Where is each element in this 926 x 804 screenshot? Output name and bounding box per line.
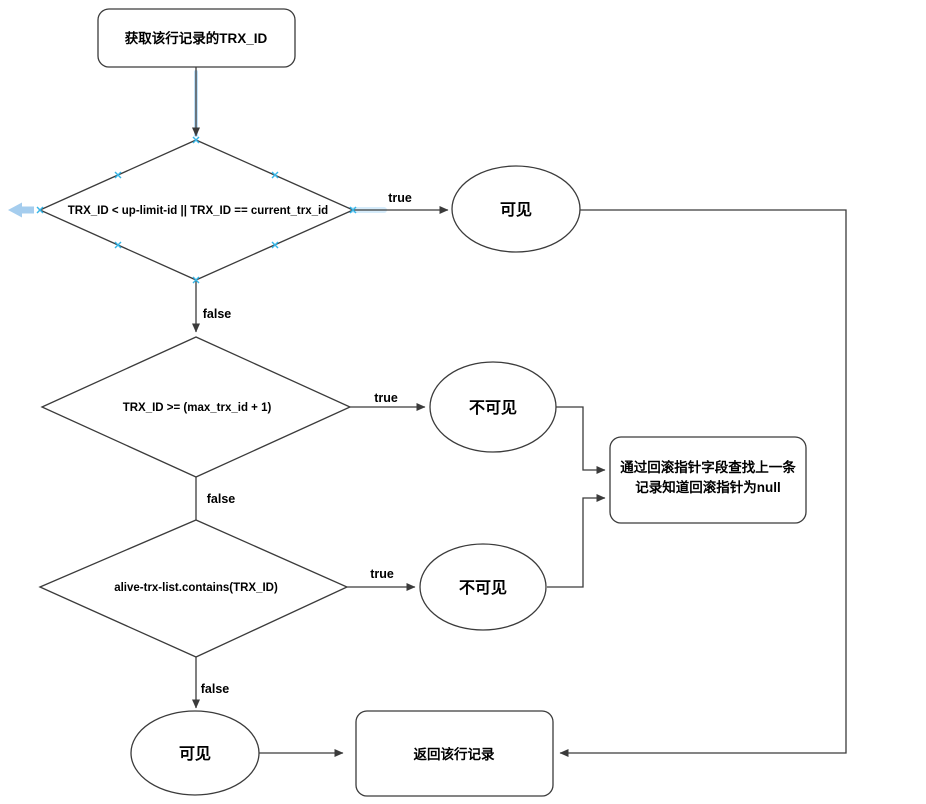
node-return-box[interactable]: 返回该行记录: [355, 710, 554, 797]
node-decision-uplimit-label: TRX_ID < up-limit-id || TRX_ID == curren…: [68, 205, 328, 217]
edge-label-true-1: true: [388, 191, 412, 205]
node-invisible-mid-label: 不可见: [469, 399, 517, 417]
connection-point-icon: [114, 241, 122, 249]
node-decision-uplimit[interactable]: TRX_ID < up-limit-id || TRX_ID == curren…: [38, 139, 355, 281]
edge-label-false-3: false: [201, 682, 230, 696]
connection-point-icon: [36, 206, 44, 214]
node-rollback-line1: 通过回滚指针字段查找上一条: [620, 459, 796, 475]
connection-point-icons: [36, 136, 357, 284]
node-return-box-label: 返回该行记录: [414, 746, 495, 762]
node-rollback-line2: 记录知道回滚指针为null: [635, 479, 781, 495]
node-visible-top[interactable]: 可见: [451, 165, 581, 253]
edge-invisiblemid-to-rollback[interactable]: [556, 406, 606, 474]
edge-label-false-1: false: [203, 307, 232, 321]
edge-label-true-3: true: [370, 567, 394, 581]
node-decision-maxtrx[interactable]: TRX_ID >= (max_trx_id + 1): [40, 336, 352, 478]
connection-point-icon: [271, 171, 279, 179]
node-decision-alivelist-label: alive-trx-list.contains(TRX_ID): [114, 582, 278, 594]
node-decision-maxtrx-label: TRX_ID >= (max_trx_id + 1): [123, 402, 272, 414]
node-start-label: 获取该行记录的TRX_ID: [125, 30, 268, 46]
node-rollback-box[interactable]: 通过回滚指针字段查找上一条 记录知道回滚指针为null: [609, 436, 807, 524]
edge-label-true-2: true: [374, 391, 398, 405]
node-invisible-bottom-label: 不可见: [459, 579, 507, 597]
node-visible-bottom-label: 可见: [179, 745, 211, 763]
connection-point-icon: [271, 241, 279, 249]
node-visible-top-label: 可见: [500, 201, 532, 219]
node-decision-alivelist[interactable]: alive-trx-list.contains(TRX_ID): [38, 519, 349, 658]
node-invisible-mid[interactable]: 不可见: [429, 361, 557, 453]
connection-point-icon: [192, 276, 200, 284]
node-invisible-bottom[interactable]: 不可见: [419, 543, 547, 631]
edge-label-false-2: false: [207, 492, 236, 506]
connection-point-icon: [114, 171, 122, 179]
node-start[interactable]: 获取该行记录的TRX_ID: [97, 8, 296, 68]
connection-point-icon: [192, 136, 200, 144]
node-visible-bottom[interactable]: 可见: [130, 710, 260, 796]
connection-point-icon: [349, 206, 357, 214]
edge-visibletop-to-return[interactable]: [559, 209, 847, 757]
edge-invisiblebottom-to-rollback[interactable]: [547, 494, 606, 588]
directional-arrow-left-icon[interactable]: [8, 202, 34, 218]
